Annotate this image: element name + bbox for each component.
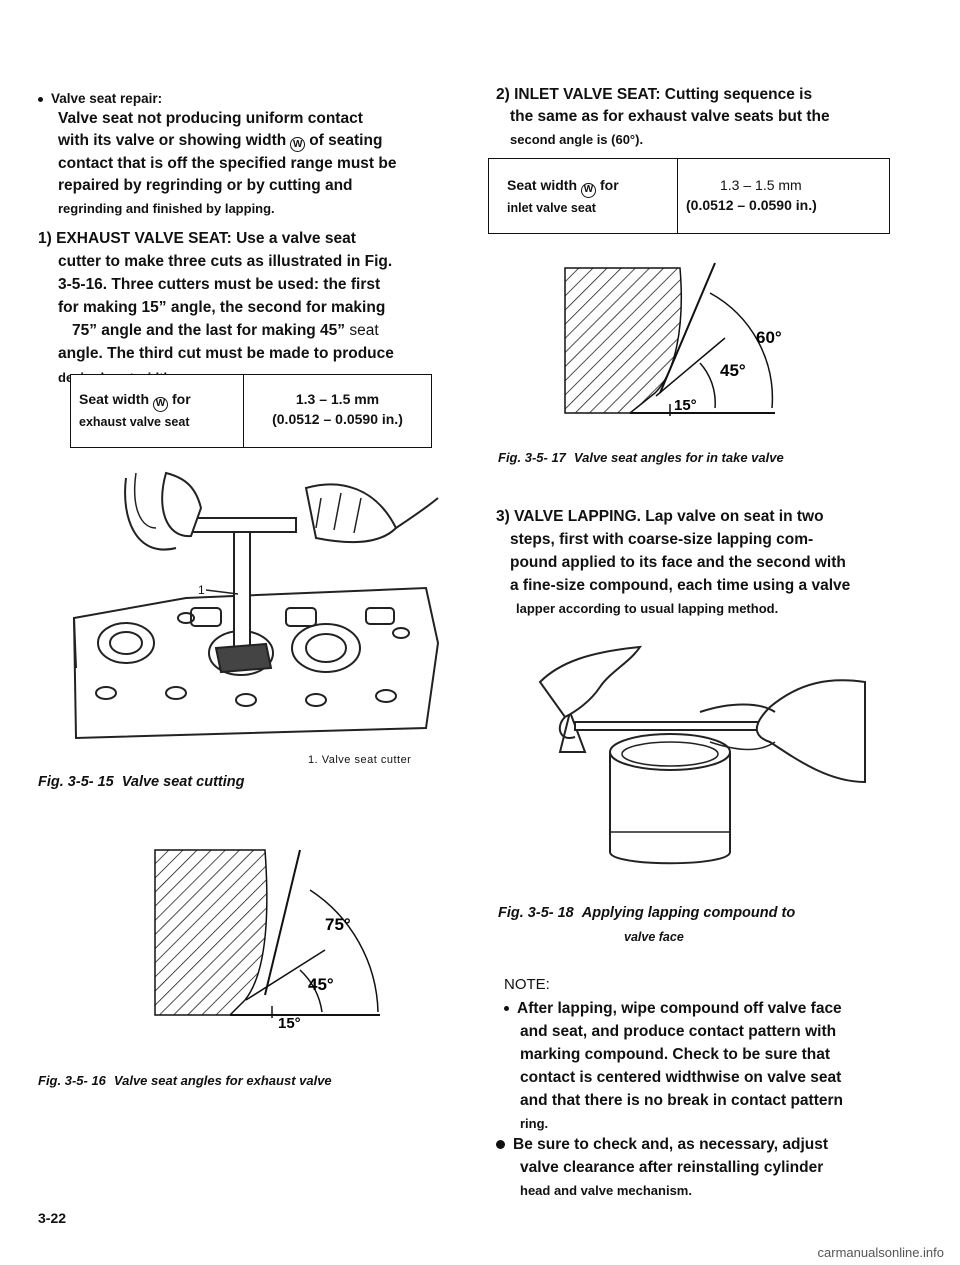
text-line: 75” angle and the last for making 45” se… <box>72 322 379 339</box>
table-value-cell: 1.3 – 1.5 mm (0.0512 – 0.0590 in.) <box>243 375 431 447</box>
watermark: carmanualsonline.info <box>817 1245 944 1260</box>
inlet-valve-seat-angle-diagram: 60° 45° 15° <box>564 262 782 416</box>
figure-legend: 1. Valve seat cutter <box>308 754 412 766</box>
text-line: and that there is no break in contact pa… <box>520 1092 843 1109</box>
text-line: After lapping, wipe compound off valve f… <box>504 998 842 1019</box>
table-value-cell: 1.3 – 1.5 mm (0.0512 – 0.0590 in.) <box>677 159 889 233</box>
text-line: a fine-size compound, each time using a … <box>510 577 851 594</box>
bullet-title: Valve seat repair: <box>51 91 163 106</box>
text-line: 3) VALVE LAPPING. Lap valve on seat in t… <box>496 508 824 525</box>
bullet-dot <box>496 1140 505 1150</box>
angle-label-75: 75° <box>325 915 351 934</box>
text-line: cutter to make three cuts as illustrated… <box>58 253 393 270</box>
text-line: Valve seat not producing uniform contact <box>58 110 363 127</box>
figure-caption-18-line2: valve face <box>624 930 684 944</box>
text-line: repaired by regrinding or by cutting and <box>58 177 353 194</box>
angle-label-45: 45° <box>308 975 334 994</box>
angle-label-60: 60° <box>756 328 782 347</box>
callout-number: 1 <box>198 583 205 597</box>
text-line: angle. The third cut must be made to pro… <box>58 345 394 362</box>
text-line: Be sure to check and, as necessary, adju… <box>496 1134 828 1155</box>
bullet-dot <box>504 1006 509 1012</box>
valve-seat-cutting-illustration: 1 <box>72 471 440 740</box>
angle-label-15: 15° <box>278 1015 301 1030</box>
text-line: the same as for exhaust valve seats but … <box>510 108 830 125</box>
text-line: contact is centered widthwise on valve s… <box>520 1069 842 1086</box>
width-symbol-icon: W <box>581 182 597 198</box>
text-line: 2) INLET VALVE SEAT: Cutting sequence is <box>496 86 813 103</box>
text-line: steps, first with coarse-size lapping co… <box>510 531 814 548</box>
text-line: second angle is (60°). <box>510 132 644 147</box>
bullet-heading: Valve seat repair: <box>38 88 162 109</box>
angle-label-45: 45° <box>720 361 746 380</box>
text-line: lapper according to usual lapping method… <box>516 601 779 616</box>
note-heading: NOTE: <box>504 976 550 993</box>
bullet-dot <box>38 96 43 102</box>
lapping-compound-illustration <box>538 645 866 865</box>
text-line: contact that is off the specified range … <box>58 155 397 172</box>
text-line: and seat, and produce contact pattern wi… <box>520 1023 837 1040</box>
width-symbol-icon: W <box>153 396 169 412</box>
exhaust-valve-seat-angle-diagram: 75° 45° 15° <box>154 849 380 1030</box>
angle-label-15: 15° <box>674 397 697 414</box>
text-line: regrinding and finished by lapping. <box>58 201 275 216</box>
text-line: marking compound. Check to be sure that <box>520 1046 831 1063</box>
page-number: 3-22 <box>38 1210 67 1226</box>
text-line: 3-5-16. Three cutters must be used: the … <box>58 276 381 293</box>
text-line: pound applied to its face and the second… <box>510 554 846 571</box>
text-line: 1) EXHAUST VALVE SEAT: Use a valve seat <box>38 230 356 247</box>
width-symbol-icon: W <box>290 137 306 152</box>
text-line: for making 15” angle, the second for mak… <box>58 299 386 316</box>
text-line: valve clearance after reinstalling cylin… <box>520 1159 824 1176</box>
text-line: head and valve mechanism. <box>520 1183 692 1198</box>
text-line: ring. <box>520 1116 549 1131</box>
